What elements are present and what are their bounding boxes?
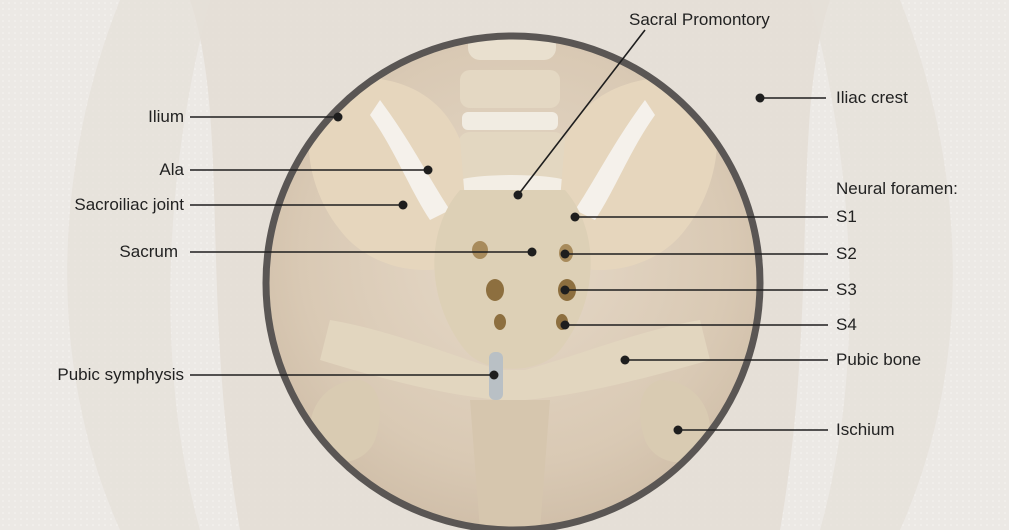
label-s2: S2 [836, 244, 857, 264]
label-sacrum: Sacrum [60, 242, 178, 262]
label-neural-foramen: Neural foramen: [836, 179, 958, 199]
label-ischium: Ischium [836, 420, 895, 440]
label-sacral-promontory: Sacral Promontory [629, 10, 770, 30]
label-ilium: Ilium [100, 107, 184, 127]
label-sacroiliac-joint: Sacroiliac joint [0, 195, 184, 215]
label-pubic-bone: Pubic bone [836, 350, 921, 370]
label-iliac-crest: Iliac crest [836, 88, 908, 108]
label-s4: S4 [836, 315, 857, 335]
label-pubic-symphysis: Pubic symphysis [0, 365, 184, 385]
label-s3: S3 [836, 280, 857, 300]
label-s1: S1 [836, 207, 857, 227]
label-ala: Ala [100, 160, 184, 180]
